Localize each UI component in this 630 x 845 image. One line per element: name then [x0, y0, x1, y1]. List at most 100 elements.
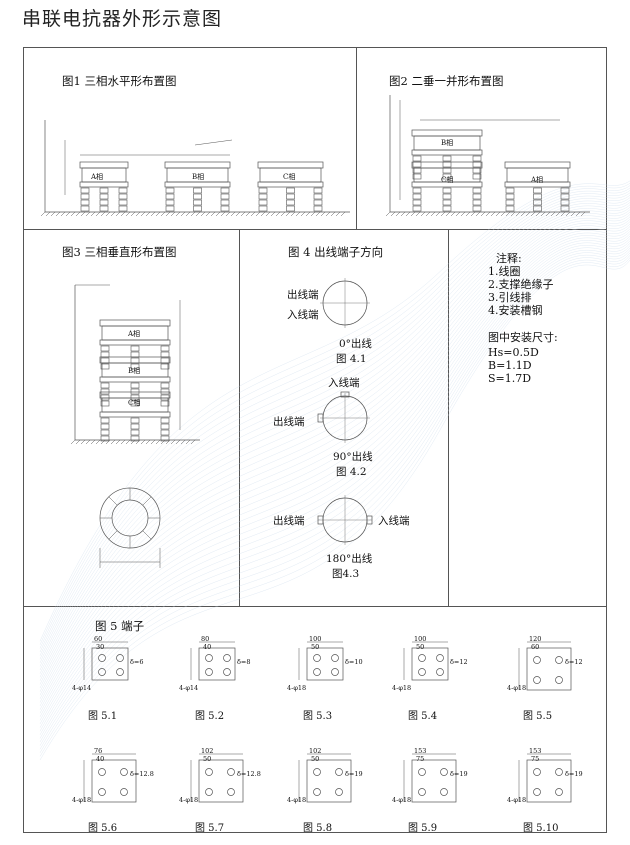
insulator-icon — [99, 199, 109, 206]
ground-hatch — [530, 211, 536, 217]
fig3-heading: 图3 三相垂直形布置图 — [62, 245, 177, 259]
insulator-icon — [160, 357, 170, 364]
terminal-hole-icon — [120, 768, 128, 776]
insulator-icon — [286, 205, 295, 212]
fig3-phase-b: B相 — [128, 367, 141, 375]
fig1-phase-c: C相 — [283, 173, 296, 181]
terminal-caption: 图 5.6 — [88, 823, 118, 834]
insulator-icon — [130, 435, 140, 442]
ground-hatch — [190, 211, 196, 217]
size-heading: 图中安装尺寸: — [488, 331, 558, 344]
insulator-icon — [505, 187, 515, 194]
terminal-pitch-dim: 75 — [531, 755, 540, 763]
fig4-3-terminal — [317, 515, 324, 525]
insulator-icon — [286, 193, 295, 200]
insulator-icon — [472, 161, 482, 168]
ground-hatch — [335, 211, 341, 217]
terminal-width-dim: 60 — [94, 635, 103, 643]
insulator-icon — [412, 161, 422, 168]
terminal-hole-icon — [223, 668, 231, 676]
insulator-icon — [160, 417, 170, 424]
fig3-plan-spoke — [108, 496, 118, 506]
ground-hatch — [85, 211, 91, 217]
insulator-icon — [472, 173, 482, 180]
ground-hatch — [105, 211, 111, 217]
fig3-phase-c: C相 — [128, 399, 141, 407]
insulator-icon — [193, 193, 202, 200]
ground-hatch — [235, 211, 241, 217]
insulator-icon — [560, 199, 570, 206]
fig3-phase-c-bottom-plate — [99, 411, 171, 418]
insulator-icon — [165, 193, 175, 200]
note-item-1: 1.线圈 — [488, 265, 521, 278]
ground-hatch — [300, 211, 306, 217]
wave-line — [39, 182, 630, 645]
terminal-hole-icon — [227, 768, 235, 776]
insulator-icon — [560, 187, 570, 194]
terminal-plate — [526, 759, 572, 803]
insulator-icon — [100, 400, 110, 407]
insulator-icon — [220, 193, 230, 200]
ground-hatch — [130, 211, 136, 217]
terminal-hole-icon — [418, 768, 426, 776]
terminal-plate — [526, 647, 572, 691]
terminal-hole-icon — [205, 788, 213, 796]
insulator-icon — [472, 155, 482, 162]
ground-hatch — [230, 211, 236, 217]
terminal-thickness: δ=19 — [565, 770, 583, 778]
terminal-pitch-dim: 50 — [311, 755, 320, 763]
terminal-hole-icon — [331, 668, 339, 676]
insulator-icon — [442, 167, 452, 174]
wave-line — [39, 185, 630, 649]
insulator-icon — [220, 205, 230, 212]
terminal-caption: 图 5.9 — [408, 823, 438, 834]
ground-hatch — [285, 211, 291, 217]
terminal-caption: 图 5.7 — [195, 823, 225, 834]
fig2-phase-b-top-plate — [411, 129, 483, 137]
wave-line — [39, 209, 630, 685]
wave-line — [39, 226, 630, 710]
terminal-hole-icon — [116, 668, 124, 676]
ground-hatch — [170, 211, 176, 217]
insulator-icon — [220, 187, 230, 194]
ground-hatch — [245, 211, 251, 217]
ground-hatch — [130, 439, 136, 445]
terminal-pitch-dim: 40 — [96, 755, 105, 763]
ground-hatch — [225, 211, 231, 217]
ground-hatch — [220, 211, 226, 217]
ground-hatch — [60, 211, 66, 217]
note-item-4: 4.安装槽钢 — [488, 304, 543, 317]
ground-hatch — [90, 439, 96, 445]
terminal-hole-icon — [418, 654, 426, 662]
terminal-hole-icon — [418, 788, 426, 796]
ground-hatch — [270, 211, 276, 217]
terminal-caption: 图 5.5 — [523, 711, 553, 722]
ground-hatch — [340, 211, 346, 217]
insulator-icon — [130, 417, 140, 424]
ground-hatch — [100, 211, 106, 217]
terminal-width-dim: 153 — [414, 747, 427, 755]
ground-hatch — [70, 211, 76, 217]
terminal-hole-icon — [313, 668, 321, 676]
insulator-icon — [193, 205, 202, 212]
insulator-icon — [533, 205, 542, 212]
insulator-icon — [472, 187, 482, 194]
ground-hatch — [500, 211, 506, 217]
terminal-width-dim: 102 — [201, 747, 214, 755]
terminal-plate — [411, 647, 449, 681]
ground-hatch — [185, 211, 191, 217]
fig3-plan-spoke — [108, 530, 118, 540]
fig1-phase-a-top-plate — [79, 161, 129, 169]
insulator-icon — [160, 382, 170, 389]
terminal-hole-icon — [205, 768, 213, 776]
ground-hatch — [460, 211, 466, 217]
terminal-hole-icon — [436, 654, 444, 662]
fig4-3-out-label: 出线端 — [273, 515, 305, 527]
fig1-phase-c-bottom-plate — [257, 181, 324, 188]
fig1-heading: 图1 三相水平形布置图 — [62, 74, 177, 88]
wave-line — [39, 247, 630, 743]
terminal-holes: 4-φ14 — [179, 684, 199, 692]
ground-hatch — [135, 211, 141, 217]
fig4-2-terminal — [317, 413, 324, 423]
fig4-1-in-label: 入线端 — [287, 309, 319, 321]
